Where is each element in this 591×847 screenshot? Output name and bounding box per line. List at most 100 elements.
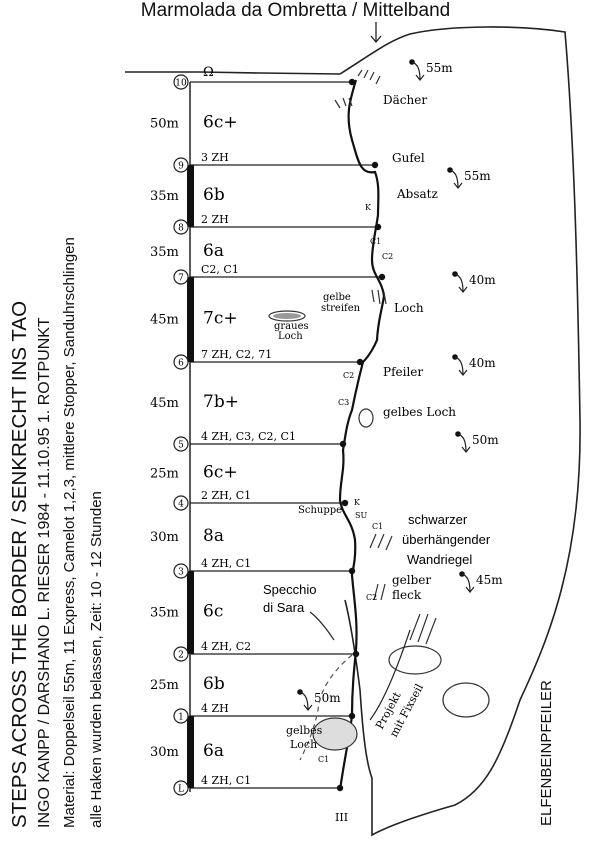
label-gelber-fleck-1: gelber [392,573,431,587]
label-daecher: Dächer [383,93,427,107]
belay-dot [339,440,347,448]
rappel-arrow [299,691,313,711]
pitch-gear: 4 ZH, C1 [201,557,251,570]
rappel-arrow [411,61,425,81]
left-rappel-line [299,654,353,761]
pitch-length: 30m [150,530,179,545]
station-number: 3 [178,568,184,578]
pitch-length: 45m [150,396,179,411]
station-number: L [178,785,184,795]
rappel-arrow [449,169,463,189]
label-graues-2: Loch [278,331,303,342]
station-number: 10 [175,79,187,89]
belay-dot [378,273,386,281]
belay-bar-segment [187,165,194,227]
label-schwarzer-2: überhängender [402,532,491,547]
label-schuppe: Schuppe [298,505,342,516]
pitch-grade: 6c+ [203,113,238,133]
label-gelbes-lower-2: Loch [290,738,317,751]
station-lines [189,81,382,792]
pitch-length: 25m [150,467,179,482]
belay-dot [348,712,356,720]
label-graues-1: graues [274,321,309,332]
label-gelber-fleck-2: fleck [392,588,422,602]
pitch-grade: 8a [203,526,224,546]
rappel-length: 55m [426,61,453,75]
station-circle [173,354,189,370]
rock-outline [125,26,581,837]
belay-dots [336,78,386,792]
label-specchio-2: di Sara [263,600,305,615]
label-specchio-1: Specchio [263,582,316,597]
projekt-fixseil-line [369,629,411,721]
pitch-gear: 2 ZH [201,213,229,226]
pitch-gear: 4 ZH, C3, C2, C1 [201,430,296,443]
pitch-grade: 6b [203,674,225,694]
grey-hole-shape [268,310,306,322]
belay-bar-segment [187,571,194,654]
rappel-arrow [461,573,475,593]
station-number: 6 [178,359,184,369]
black-wall-shape [388,645,442,675]
station-top-marker: Ω [203,65,214,80]
pitch-length: 50m [150,117,179,132]
station-number: 8 [178,224,184,234]
pitch-length: 25m [150,678,179,693]
pitch-gear: C2, C1 [201,263,239,276]
station-circle [173,708,189,724]
pro-c1-2: C1 [372,522,383,531]
belay-dot [356,358,364,366]
belay-dot [348,78,356,86]
station-number: 2 [178,651,184,661]
rappel-length: 50m [314,691,341,705]
rappel-length: 40m [469,356,496,370]
pitch-length: 35m [150,606,179,621]
specchio-arrow [309,611,335,641]
pitch-gear: 4 ZH [201,702,229,715]
pitch-length: 35m [150,245,179,260]
pitch-gear: 3 ZH [201,151,229,164]
station-number: 1 [178,713,184,723]
station-circle [173,495,189,511]
belay-bar-segment [187,277,194,362]
pitch-length: 30m [150,745,179,760]
station-number: 7 [178,274,184,284]
station-circle [173,269,189,285]
station-circle [173,780,189,796]
pitch-gear: 2 ZH, C1 [201,489,251,502]
label-bottom-mark: III [335,811,348,824]
belay-dot [371,161,379,169]
pitch-labels: 50m 6c+ 3 ZH 35m 6b 2 ZH 35m 6a C2, C1 45m 7c+ 7 ZH… [150,113,296,788]
station-circle [173,646,189,662]
topo-title: Marmolada da Ombretta / Mittelband [140,0,451,21]
label-gelbes-loch: gelbes Loch [383,405,456,419]
pitch-grade: 6a [203,741,224,761]
pitch-grade: 6b [203,185,225,205]
belay-bars [187,165,194,788]
label-absatz: Absatz [396,187,438,201]
pro-c2-2: C2 [343,371,354,380]
label-schwarzer-3: Wandriegel [407,552,472,567]
station-number: 9 [178,162,184,172]
pitch-gear: 7 ZH, C2, 71 [201,348,272,361]
start-arrow [370,22,382,44]
gelbes-loch-lower-shape [312,717,358,751]
pro-c2-3: C2 [366,593,377,602]
station-circle [173,219,189,235]
pitch-length: 45m [150,313,179,328]
roof-hatching [334,69,437,645]
pitch-gear: 4 ZH, C1 [201,774,251,787]
label-schwarzer-1: schwarzer [408,512,468,527]
pro-c1-3: C1 [318,755,329,764]
pro-su-1: SU [355,511,367,520]
station-circle [173,563,189,579]
label-gufel: Gufel [392,151,425,165]
station-circle [173,74,189,90]
pro-c2-1: C2 [382,252,393,261]
pitch-grade: 6c [203,602,223,622]
pro-k-1: K [365,203,372,212]
pitch-grade: 7c+ [203,309,238,329]
pro-c3-1: C3 [338,398,349,407]
station-number: 4 [178,500,184,510]
